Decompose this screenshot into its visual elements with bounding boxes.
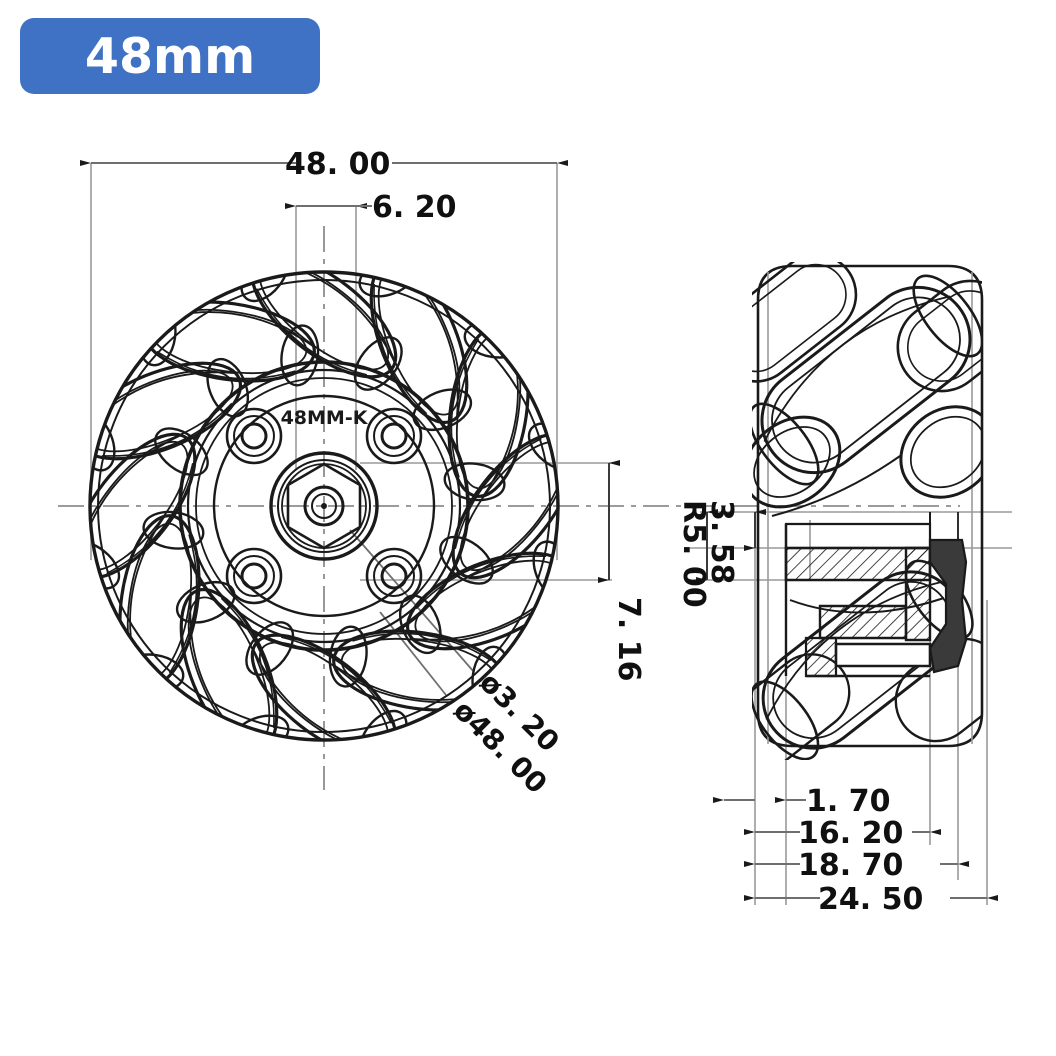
side-view: 3. 58 R5. 00 1. 70 16. 20 [676,262,1012,917]
dimension-hub-step-3-label: 18. 70 [798,848,903,883]
dimension-overall-width: 48. 00 [80,147,568,182]
hub-marking-label: 48MM-K [281,407,369,429]
dimension-overall-depth-label: 24. 50 [818,882,923,917]
roller [358,272,473,432]
dimension-hub-step-3: 18. 70 [744,848,969,883]
front-view: 48. 00 6. 20 7. 16 [58,147,960,800]
hub-cross-section [784,512,968,678]
bolt-hole [365,547,423,605]
dimension-bolt-circle-offset: 7. 16 [598,460,646,681]
size-badge-label: 48mm [84,27,256,85]
dimension-hub-step-1: 1. 70 [713,784,890,819]
dimension-roller-radius-label: R5. 00 [676,500,711,608]
dimension-hub-boss-width: 6. 20 [285,190,456,225]
dimension-overall-width-label: 48. 00 [285,147,390,182]
dimension-hub-step-2-label: 16. 20 [798,816,903,851]
size-badge: 48mm [20,18,320,94]
dimension-hub-boss-width-label: 6. 20 [372,190,456,225]
bolt-hole [225,547,283,605]
side-view-body [752,262,984,760]
dimension-flange-thickness: 3. 58 [696,500,739,584]
dimension-roller-radius: R5. 00 [676,500,766,608]
dimension-flange-thickness-label: 3. 58 [704,500,739,584]
bolt-hole [365,407,423,465]
center-bore [269,451,379,561]
dimension-hub-step-2: 16. 20 [744,816,941,851]
dimension-overall-depth: 24. 50 [744,882,998,917]
dimension-hub-step-1-label: 1. 70 [806,784,890,819]
bolt-hole [225,407,283,465]
dimension-bolt-circle-offset-label: 7. 16 [611,597,646,681]
